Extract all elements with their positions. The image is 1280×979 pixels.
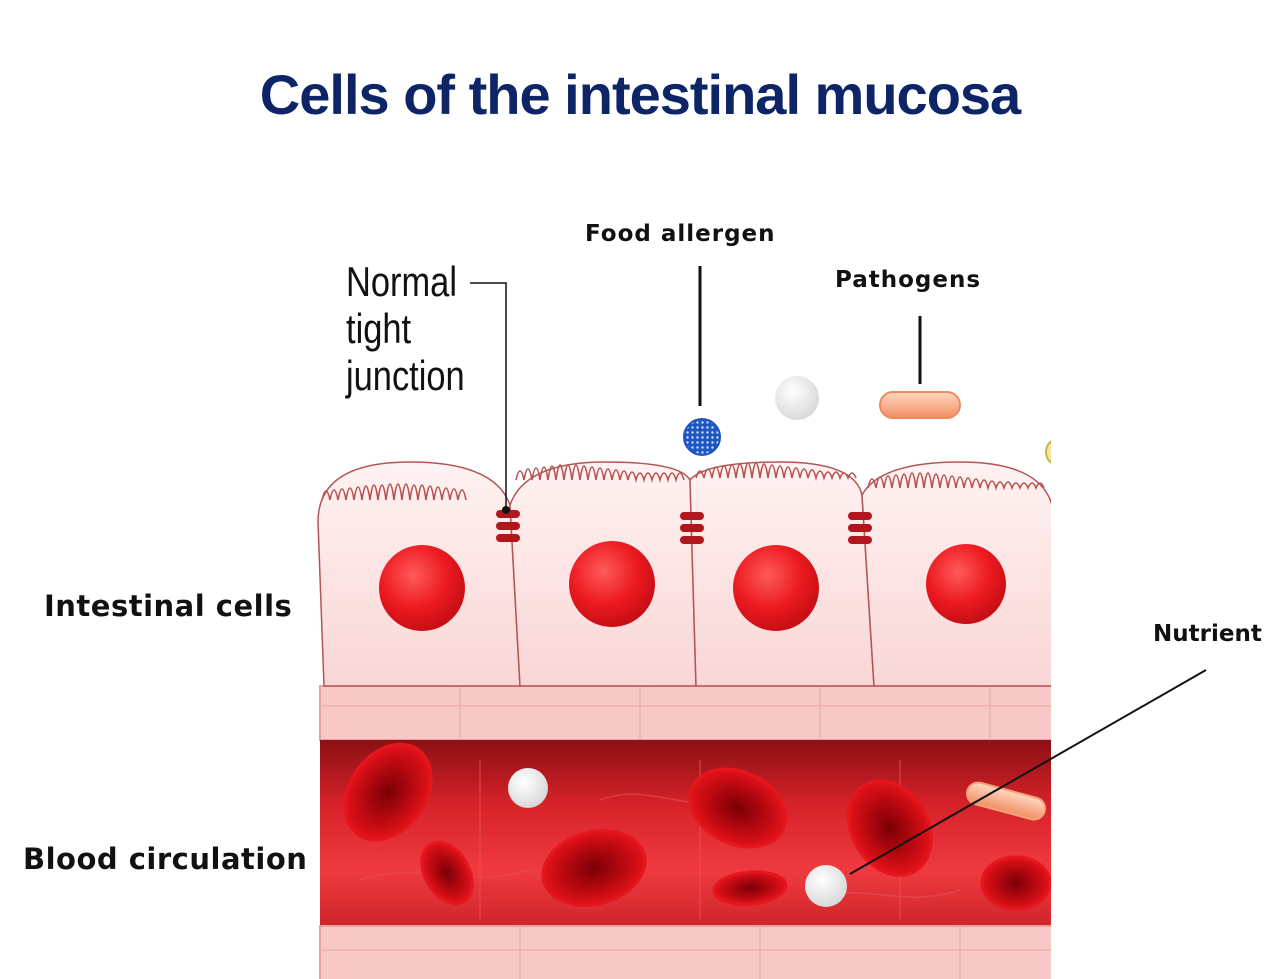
- partial-particle: [1045, 440, 1051, 464]
- cell-nucleus: [733, 545, 819, 631]
- red-blood-cell: [420, 840, 474, 906]
- tight-junction-pointer: [470, 282, 507, 508]
- pathogens-label: Pathogens: [835, 267, 982, 293]
- upper-vessel-wall: [319, 685, 1051, 741]
- tight-junction-label-line3: junction: [346, 352, 465, 399]
- red-blood-cell: [712, 870, 788, 906]
- nutrient-particle: [805, 865, 847, 907]
- tight-junction-label-line2: tight: [346, 305, 412, 352]
- cell-nucleus: [569, 541, 655, 627]
- red-blood-cell: [980, 855, 1051, 911]
- tight-junction: [848, 512, 872, 544]
- pathogen-particle: [879, 391, 961, 419]
- cell-nucleus: [926, 544, 1006, 624]
- microvilli: [321, 462, 1045, 501]
- red-blood-cell: [541, 829, 647, 907]
- red-blood-cell: [847, 779, 933, 877]
- nutrient-label: Nutrient: [1153, 621, 1262, 647]
- food-allergen-particle: [683, 418, 721, 456]
- tight-junction: [680, 512, 704, 544]
- cell-nucleus: [379, 545, 465, 631]
- pathogen-in-blood: [965, 781, 1047, 821]
- nutrient-particle: [508, 768, 548, 808]
- intestinal-cells-label: Intestinal cells: [44, 589, 293, 623]
- tight-junction-label: Normal tight junction: [346, 258, 465, 399]
- tight-junction-label-line1: Normal: [346, 258, 457, 305]
- nutrient-particle: [775, 376, 819, 420]
- tight-junction: [496, 510, 520, 542]
- food-allergen-label: Food allergen: [585, 221, 776, 247]
- upper-wall-texture: [320, 686, 1051, 740]
- lower-wall-texture: [320, 926, 1051, 979]
- page-title: Cells of the intestinal mucosa: [259, 63, 1021, 126]
- lower-vessel-wall: [319, 925, 1051, 979]
- nutrient-pointer: [849, 669, 1207, 875]
- red-blood-cell: [688, 767, 788, 849]
- blood-circulation-label: Blood circulation: [23, 842, 308, 876]
- tight-junction-pointer-dot: [502, 506, 510, 514]
- red-blood-cell: [343, 742, 433, 842]
